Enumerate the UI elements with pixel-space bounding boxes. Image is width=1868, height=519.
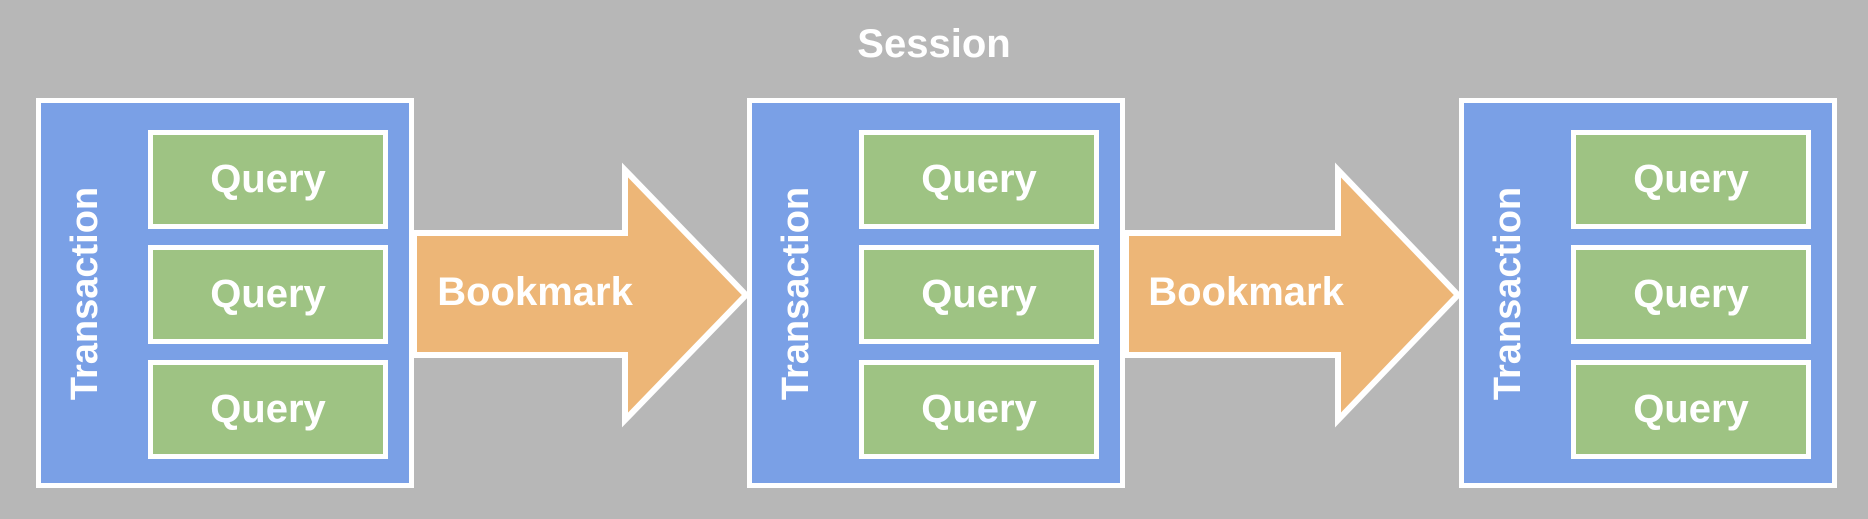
query-box: Query: [859, 130, 1099, 229]
transaction-label-2: Transaction: [752, 103, 842, 483]
transaction-box-3: Transaction Query Query Query: [1459, 98, 1837, 488]
transaction-label-3: Transaction: [1464, 103, 1554, 483]
transaction-label-text: Transaction: [64, 186, 107, 400]
transaction-box-1: Transaction Query Query Query: [36, 98, 414, 488]
transaction-box-2: Transaction Query Query Query: [747, 98, 1125, 488]
bookmark-label-1: Bookmark: [437, 270, 633, 314]
query-box: Query: [1571, 360, 1811, 459]
bookmark-label-2: Bookmark: [1148, 270, 1344, 314]
transaction-label-1: Transaction: [41, 103, 131, 483]
query-box: Query: [859, 360, 1099, 459]
session-title: Session: [857, 22, 1011, 66]
transaction-label-text: Transaction: [1487, 186, 1530, 400]
bookmark-arrow-2: [1123, 162, 1463, 428]
bookmark-arrow-1: [411, 162, 751, 428]
query-box: Query: [859, 245, 1099, 344]
query-box: Query: [148, 245, 388, 344]
query-box: Query: [148, 130, 388, 229]
transaction-label-text: Transaction: [775, 186, 818, 400]
query-box: Query: [1571, 130, 1811, 229]
query-box: Query: [1571, 245, 1811, 344]
query-box: Query: [148, 360, 388, 459]
